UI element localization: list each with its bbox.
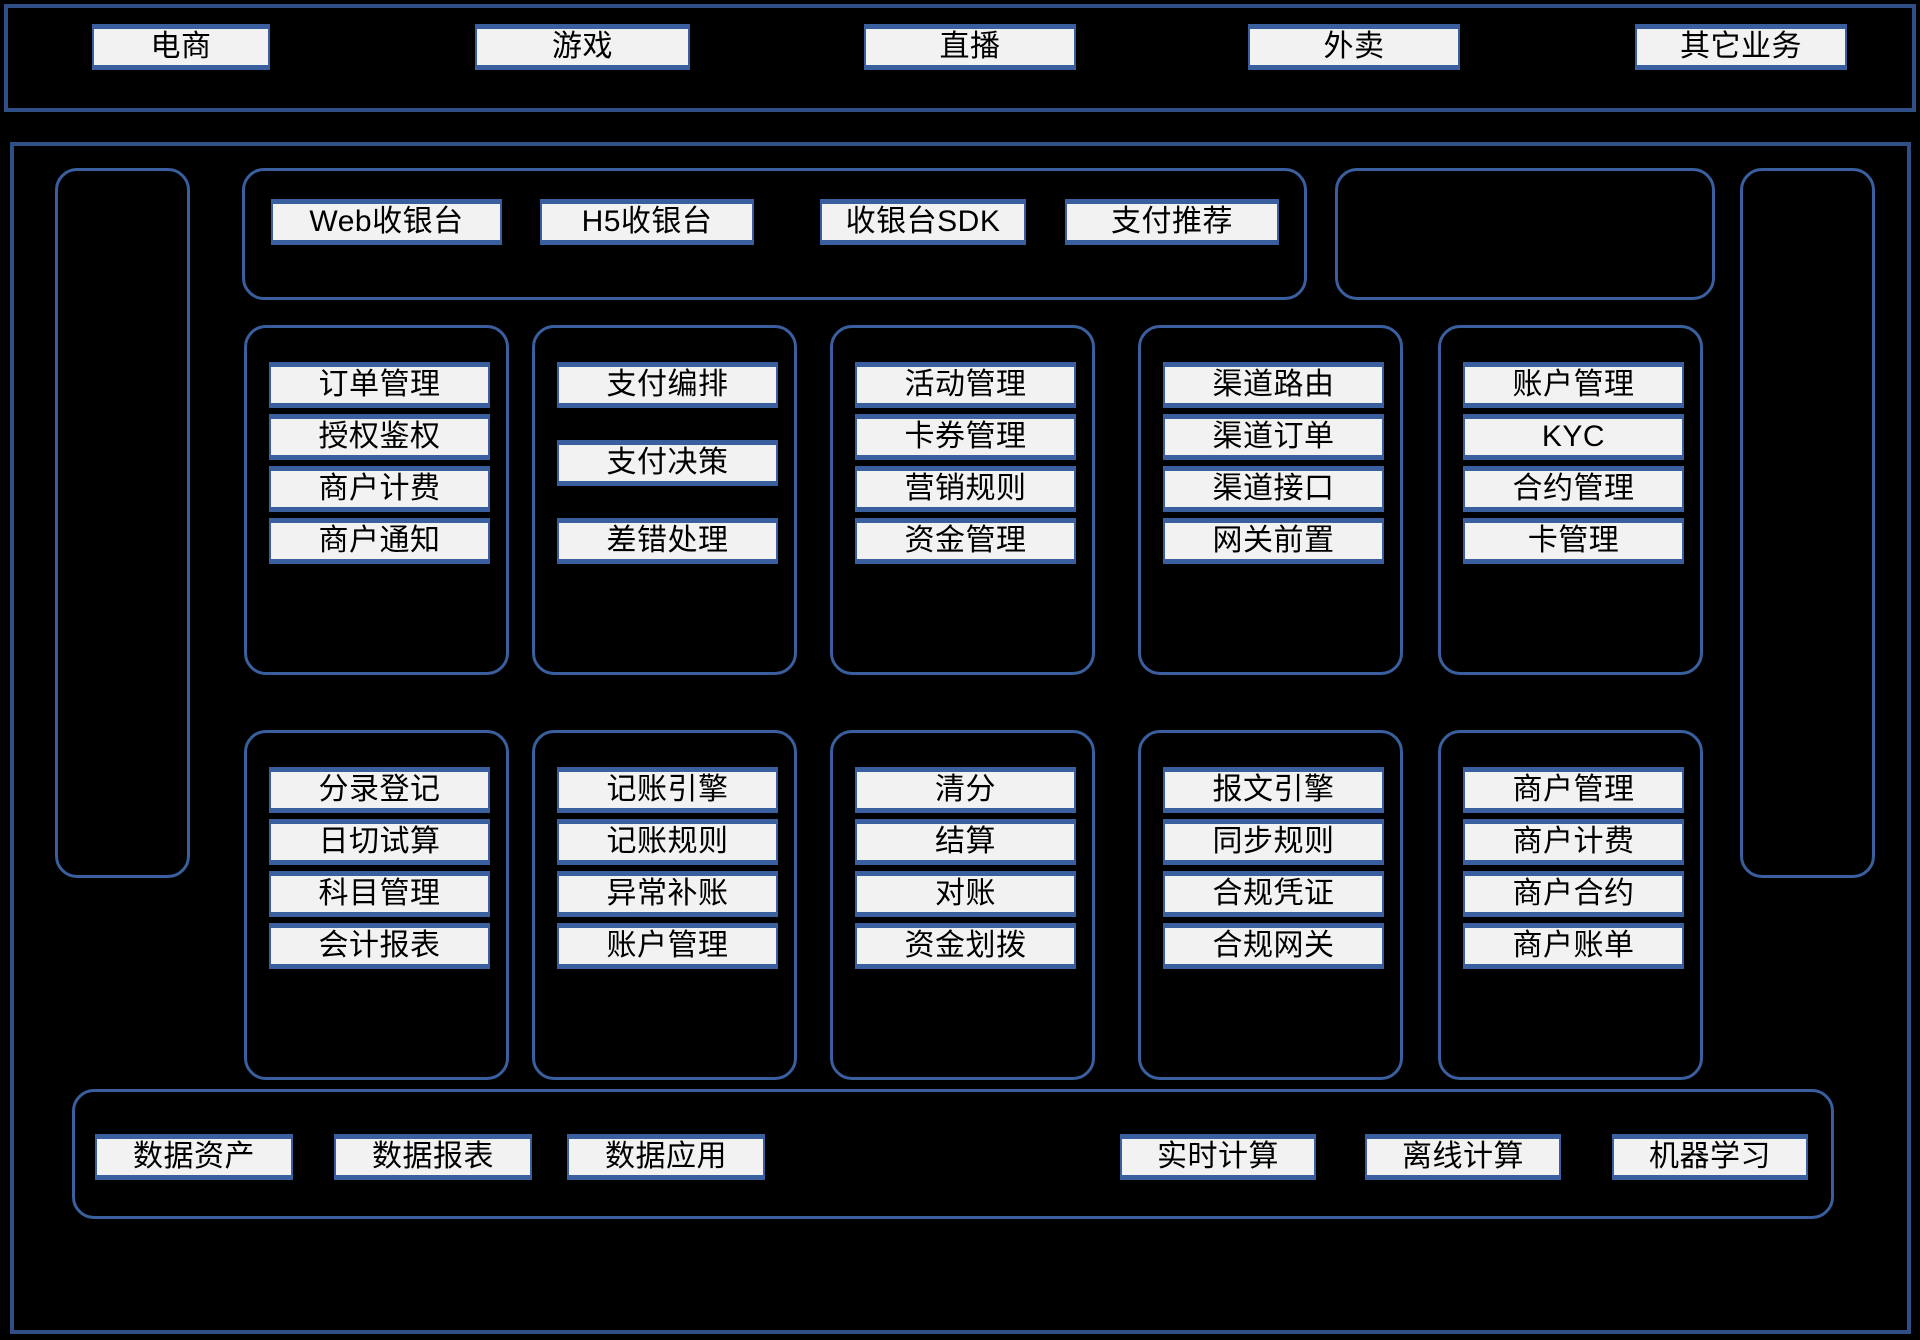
capability-item[interactable]: 商户通知 (269, 518, 490, 564)
capability-item[interactable]: 科目管理 (269, 871, 490, 917)
capability-item[interactable]: 网关前置 (1163, 518, 1384, 564)
capability-item[interactable]: 活动管理 (855, 362, 1076, 408)
data-item-data-report[interactable]: 数据报表 (334, 1134, 532, 1180)
data-layer-panel: 数据资产 数据报表 数据应用 实时计算 离线计算 机器学习 (72, 1089, 1834, 1219)
capability-group-accounting: 分录登记 日切试算 科目管理 会计报表 (244, 730, 509, 1080)
capability-item[interactable]: 日切试算 (269, 819, 490, 865)
capability-item[interactable]: 渠道接口 (1163, 466, 1384, 512)
cashier-item-sdk[interactable]: 收银台SDK (820, 199, 1026, 245)
cashier-item-web[interactable]: Web收银台 (271, 199, 502, 245)
capability-item[interactable]: 分录登记 (269, 767, 490, 813)
capability-item[interactable]: 渠道订单 (1163, 414, 1384, 460)
business-tab-other[interactable]: 其它业务 (1635, 24, 1847, 70)
capability-group-account: 账户管理 KYC 合约管理 卡管理 (1438, 325, 1703, 675)
capability-item[interactable]: 卡管理 (1463, 518, 1684, 564)
data-item-data-application[interactable]: 数据应用 (567, 1134, 765, 1180)
capability-item[interactable]: 商户账单 (1463, 923, 1684, 969)
capability-item[interactable]: 账户管理 (557, 923, 778, 969)
business-tab-ecommerce[interactable]: 电商 (92, 24, 270, 70)
capability-item[interactable]: 合规网关 (1163, 923, 1384, 969)
capability-item[interactable]: 对账 (855, 871, 1076, 917)
capability-item[interactable]: 支付决策 (557, 440, 778, 486)
right-rail-panel (1740, 168, 1875, 878)
capability-item[interactable]: 卡券管理 (855, 414, 1076, 460)
capability-group-payment-core: 支付编排 支付决策 差错处理 (532, 325, 797, 675)
capability-item[interactable]: 清分 (855, 767, 1076, 813)
capability-group-compliance: 报文引擎 同步规则 合规凭证 合规网关 (1138, 730, 1403, 1080)
data-item-machine-learning[interactable]: 机器学习 (1612, 1134, 1808, 1180)
data-item-offline-compute[interactable]: 离线计算 (1365, 1134, 1561, 1180)
capability-item[interactable]: 商户计费 (1463, 819, 1684, 865)
capability-item[interactable]: 支付编排 (557, 362, 778, 408)
data-item-realtime-compute[interactable]: 实时计算 (1120, 1134, 1316, 1180)
business-tab-row: 电商 游戏 直播 外卖 其它业务 (8, 24, 1912, 70)
capability-group-channel: 渠道路由 渠道订单 渠道接口 网关前置 (1138, 325, 1403, 675)
capability-item[interactable]: 同步规则 (1163, 819, 1384, 865)
capability-group-clearing-settlement: 清分 结算 对账 资金划拨 (830, 730, 1095, 1080)
capability-group-marketing: 活动管理 卡券管理 营销规则 资金管理 (830, 325, 1095, 675)
capability-item[interactable]: 订单管理 (269, 362, 490, 408)
capability-item[interactable]: 渠道路由 (1163, 362, 1384, 408)
capability-item[interactable]: 报文引擎 (1163, 767, 1384, 813)
capability-item[interactable]: 合约管理 (1463, 466, 1684, 512)
capability-item[interactable]: 账户管理 (1463, 362, 1684, 408)
capability-item[interactable]: 异常补账 (557, 871, 778, 917)
business-tab-livestream[interactable]: 直播 (864, 24, 1076, 70)
capability-group-transaction: 订单管理 授权鉴权 商户计费 商户通知 (244, 325, 509, 675)
cashier-spare-panel (1335, 168, 1715, 300)
capability-item[interactable]: 会计报表 (269, 923, 490, 969)
cashier-panel: Web收银台 H5收银台 收银台SDK 支付推荐 (242, 168, 1307, 300)
business-layer-band: 电商 游戏 直播 外卖 其它业务 (4, 4, 1916, 112)
capability-item[interactable]: 商户计费 (269, 466, 490, 512)
capability-item[interactable]: KYC (1463, 414, 1684, 460)
capability-item[interactable]: 记账引擎 (557, 767, 778, 813)
capability-item[interactable]: 记账规则 (557, 819, 778, 865)
capability-item[interactable]: 合规凭证 (1163, 871, 1384, 917)
capability-item[interactable]: 资金管理 (855, 518, 1076, 564)
cashier-item-h5[interactable]: H5收银台 (540, 199, 754, 245)
cashier-item-payment-recommendation[interactable]: 支付推荐 (1065, 199, 1279, 245)
capability-item[interactable]: 结算 (855, 819, 1076, 865)
capability-item[interactable]: 营销规则 (855, 466, 1076, 512)
capability-item[interactable]: 资金划拨 (855, 923, 1076, 969)
capability-group-bookkeeping: 记账引擎 记账规则 异常补账 账户管理 (532, 730, 797, 1080)
capability-item[interactable]: 授权鉴权 (269, 414, 490, 460)
capability-item[interactable]: 商户合约 (1463, 871, 1684, 917)
business-tab-game[interactable]: 游戏 (475, 24, 690, 70)
capability-item[interactable]: 差错处理 (557, 518, 778, 564)
data-item-data-asset[interactable]: 数据资产 (95, 1134, 293, 1180)
capability-item[interactable]: 商户管理 (1463, 767, 1684, 813)
left-rail-panel (55, 168, 190, 878)
business-tab-takeout[interactable]: 外卖 (1248, 24, 1460, 70)
capability-group-merchant: 商户管理 商户计费 商户合约 商户账单 (1438, 730, 1703, 1080)
